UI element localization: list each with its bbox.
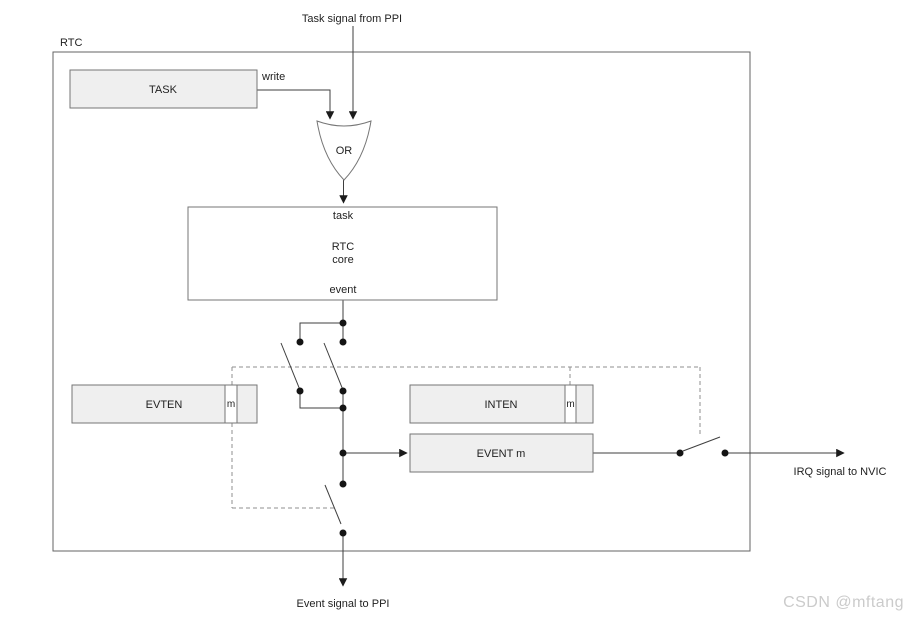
rtc-boundary-box bbox=[52, 51, 751, 552]
inten-bit-cell bbox=[564, 384, 577, 424]
evten-bit-cell bbox=[224, 384, 238, 424]
control-dashed-lines bbox=[231, 366, 701, 509]
irq-switch-blade bbox=[682, 436, 721, 452]
ppi-switch-blade bbox=[324, 484, 342, 525]
event-register-box bbox=[409, 433, 594, 473]
evten-register-label: EVTEN bbox=[146, 399, 183, 411]
task-signal-label: Task signal from PPI bbox=[302, 13, 402, 25]
junction-dot bbox=[339, 338, 347, 346]
core-event-port-label: event bbox=[330, 284, 357, 296]
junction-dot bbox=[296, 338, 304, 346]
inten-bit-label: m bbox=[566, 399, 574, 410]
evten-switch-blade-left bbox=[280, 342, 301, 391]
watermark-text: CSDN @mftang bbox=[783, 594, 904, 611]
core-title-line1: RTC bbox=[332, 241, 354, 253]
junction-dot bbox=[676, 449, 684, 457]
event-register-label: EVENT m bbox=[477, 448, 526, 460]
write-label: write bbox=[261, 71, 285, 83]
core-title-line2: core bbox=[332, 254, 353, 266]
junction-dot bbox=[339, 529, 347, 537]
evten-switch-blade-right bbox=[323, 342, 344, 391]
junction-dot bbox=[296, 387, 304, 395]
evten-bit-label: m bbox=[227, 399, 235, 410]
irq-signal-label: IRQ signal to NVIC bbox=[794, 466, 887, 478]
or-gate-label: OR bbox=[336, 145, 353, 157]
rtc-core-box bbox=[187, 206, 498, 301]
or-gate-shape bbox=[316, 120, 372, 181]
inten-register-box bbox=[409, 384, 594, 424]
task-register-label: TASK bbox=[149, 84, 178, 96]
junction-dot bbox=[339, 319, 347, 327]
junction-dot bbox=[721, 449, 729, 457]
junction-dot bbox=[339, 404, 347, 412]
inten-register-label: INTEN bbox=[485, 399, 518, 411]
task-register-box bbox=[69, 69, 258, 109]
event-branch-line bbox=[299, 322, 343, 342]
write-line bbox=[257, 89, 335, 120]
junction-dots bbox=[296, 319, 729, 537]
signal-lines bbox=[257, 26, 845, 587]
core-task-port-label: task bbox=[333, 210, 354, 222]
switch-return-line bbox=[299, 391, 343, 409]
junction-dot bbox=[339, 387, 347, 395]
junction-dot bbox=[339, 449, 347, 457]
peripheral-label: RTC bbox=[60, 37, 82, 49]
junction-dot bbox=[339, 480, 347, 488]
event-signal-label: Event signal to PPI bbox=[297, 598, 390, 610]
